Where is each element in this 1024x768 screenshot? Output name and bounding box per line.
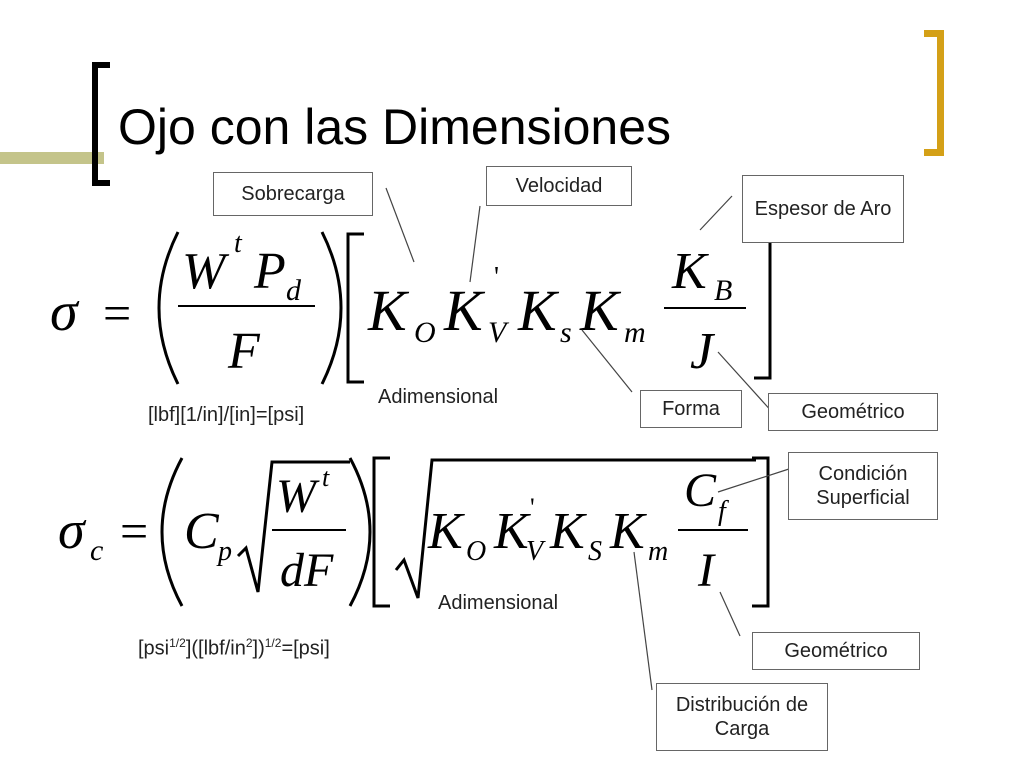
eq2-sigma: σ [58, 500, 87, 560]
eq1-K-m: K [579, 278, 622, 343]
eq1-W: W [182, 243, 230, 300]
eq1-P: P [253, 243, 286, 300]
label-adimensional-2: Adimensional [438, 592, 559, 614]
units-2-part-c: ]([lbf/in [185, 637, 246, 660]
eq1-right-bracket [754, 234, 772, 380]
eq1-F: F [227, 323, 261, 380]
callout-velocidad: Velocidad [486, 166, 632, 206]
eq1-left-paren [157, 231, 180, 385]
eq2-O-subscript: O [466, 536, 486, 567]
eq1-right-paren [320, 231, 343, 385]
eq2-equals: = [120, 503, 148, 559]
eq2-f-subscript: f [718, 496, 729, 527]
eq1-B-subscript: B [714, 274, 732, 307]
eq2-S-subscript: S [588, 536, 602, 567]
eq1-K-B: K [671, 243, 709, 300]
callout-distribucion-de-carga: Distribución de Carga [656, 683, 828, 751]
callout-espesor-de-aro: Espesor de Aro [742, 175, 904, 243]
callout-forma: Forma [640, 390, 742, 428]
eq1-left-bracket [346, 232, 364, 384]
eq2-prime: ' [530, 493, 535, 522]
line-distribucion [633, 551, 653, 691]
units-2-part-a: [psi [138, 637, 170, 660]
eq1-K-s: K [517, 278, 560, 343]
eq2-K-O: K [427, 503, 465, 560]
eq2-K-V: K [493, 503, 531, 560]
units-2-part-g: =[psi] [281, 637, 330, 660]
eq1-sigma: σ [50, 281, 80, 343]
eq1-K-O: K [367, 278, 410, 343]
line-geometrico-2 [719, 591, 741, 637]
eq2-left-paren [160, 457, 184, 607]
title-accent-bar [0, 152, 104, 164]
eq2-c-subscript: c [90, 534, 103, 567]
eq2-left-bracket [372, 456, 390, 608]
eq2-right-paren [348, 457, 372, 607]
eq2-V-subscript: V [526, 536, 546, 567]
label-units-2: [psi1/2]([lbf/in2])1/2=[psi] [138, 636, 330, 661]
eq2-K-S: K [549, 503, 587, 560]
units-2-part-e: ]) [252, 637, 265, 660]
eq2-sqrt-big [394, 458, 756, 599]
eq1-s-subscript: s [560, 316, 572, 349]
eq1-prime: ' [494, 262, 499, 293]
line-forma [581, 329, 633, 393]
callout-sobrecarga: Sobrecarga [213, 172, 373, 216]
units-2-part-f: 1/2 [264, 636, 282, 650]
units-2-part-d: 2 [245, 636, 253, 650]
title-right-bracket [924, 30, 944, 156]
eq1-K-V: K [443, 278, 486, 343]
eq2-C-f: C [684, 464, 717, 517]
eq1-d-subscript: d [286, 274, 302, 307]
eq2-C: C [184, 503, 220, 560]
eq2-W: W [276, 470, 320, 523]
callout-lines [385, 187, 793, 691]
line-velocidad [469, 205, 481, 283]
eq1-J: J [690, 323, 716, 380]
eq1-O-subscript: O [414, 316, 436, 349]
line-espesor [699, 195, 733, 231]
label-units-1: [lbf][1/in]/[in]=[psi] [148, 404, 305, 426]
eq2-I: I [697, 544, 716, 597]
eq1-equals: = [103, 285, 131, 341]
eq2-m-subscript: m [648, 536, 668, 567]
eq1-t-superscript: t [234, 228, 243, 259]
eq1-m-subscript: m [624, 316, 646, 349]
callout-condicion-superficial: Condición Superficial [788, 452, 938, 520]
eq1-V-subscript: V [488, 316, 510, 349]
units-2-part-b: 1/2 [169, 636, 186, 650]
eq2-p-subscript: p [216, 536, 232, 567]
eq2-K-m: K [609, 503, 647, 560]
eq2-t-superscript: t [322, 463, 330, 492]
callout-geometrico-2: Geométrico [752, 632, 920, 670]
line-geometrico-1 [717, 351, 775, 415]
equation-1: σ = W t P d F K O K ' V K s K m K B [50, 228, 772, 385]
equation-2: σ c = C p W t dF K O K ' V K S K m C [58, 456, 770, 608]
line-condicion [717, 467, 793, 493]
callout-geometrico-1: Geométrico [768, 393, 938, 431]
eq2-sqrt-small [236, 460, 350, 593]
label-adimensional-1: Adimensional [378, 386, 499, 408]
title-left-bracket [92, 62, 110, 186]
slide-title: Ojo con las Dimensiones [118, 99, 672, 155]
line-sobrecarga [385, 187, 415, 263]
eq2-right-bracket [752, 456, 770, 608]
eq2-dF: dF [280, 544, 334, 597]
